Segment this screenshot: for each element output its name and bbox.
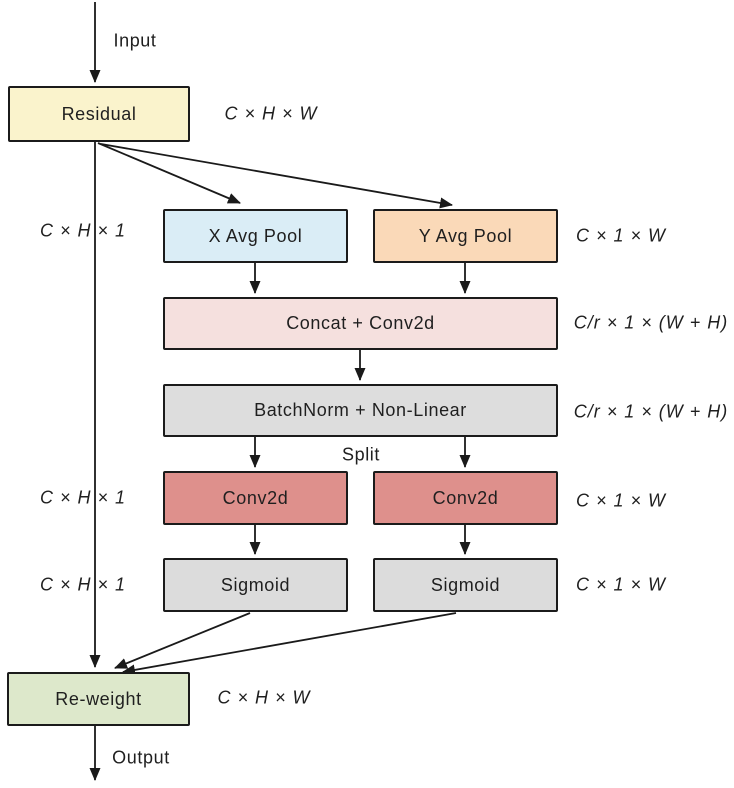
dim-label-y-branch-conv: C × 1 × W bbox=[575, 490, 667, 511]
node-concat-conv2d: Concat + Conv2d bbox=[163, 297, 558, 350]
node-conv2d-right: Conv2d bbox=[373, 471, 558, 525]
dim-label-batchnorm-out: C/r × 1 × (W + H) bbox=[573, 401, 729, 422]
output-label: Output bbox=[112, 747, 170, 768]
input-label: Input bbox=[113, 30, 157, 51]
dim-label-y-branch-pool: C × 1 × W bbox=[575, 225, 667, 246]
node-x-avg-pool: X Avg Pool bbox=[163, 209, 348, 263]
arrow-sigleft-to-reweight bbox=[114, 612, 251, 669]
arrow-residual-to-ypool bbox=[100, 143, 453, 209]
dim-label-x-branch-sigmoid: C × H × 1 bbox=[39, 574, 127, 595]
node-sigmoid-right: Sigmoid bbox=[373, 558, 558, 612]
node-conv2d-left: Conv2d bbox=[163, 471, 348, 525]
dim-label-x-branch-pool: C × H × 1 bbox=[39, 220, 127, 241]
node-residual: Residual bbox=[8, 86, 190, 142]
dim-label-concat-out: C/r × 1 × (W + H) bbox=[573, 312, 729, 333]
dim-label-y-branch-sigmoid: C × 1 × W bbox=[575, 574, 667, 595]
arrow-sigright-to-reweight bbox=[122, 612, 457, 676]
dim-label-reweight-out: C × H × W bbox=[217, 687, 311, 708]
node-batchnorm-nonlinear: BatchNorm + Non-Linear bbox=[163, 384, 558, 437]
node-sigmoid-left: Sigmoid bbox=[163, 558, 348, 612]
node-reweight: Re-weight bbox=[7, 672, 190, 726]
dim-label-residual-out: C × H × W bbox=[224, 103, 318, 124]
arrow-residual-to-xpool bbox=[97, 142, 241, 204]
node-y-avg-pool: Y Avg Pool bbox=[373, 209, 558, 263]
dim-label-x-branch-conv: C × H × 1 bbox=[39, 487, 127, 508]
split-label: Split bbox=[341, 444, 381, 465]
